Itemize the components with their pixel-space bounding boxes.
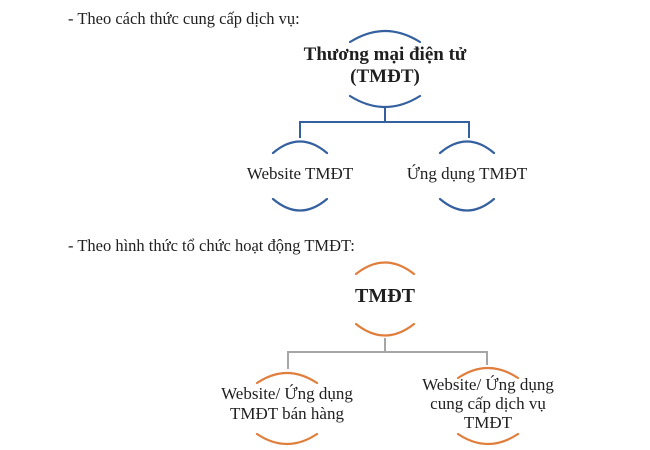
section1-heading: - Theo cách thức cung cấp dịch vụ: <box>68 9 300 28</box>
arc-top-icon <box>255 372 319 385</box>
tree2-child-label-line2: TMĐT bán hàng <box>230 404 344 423</box>
arc-bottom-icon <box>456 432 520 445</box>
arc-top-icon <box>354 261 416 276</box>
connector-drop <box>299 121 301 138</box>
arc-bottom-icon <box>354 322 416 337</box>
arc-top-icon <box>438 140 496 155</box>
tree1-root-node: Thương mại điện tử (TMĐT) <box>285 27 485 111</box>
section2-heading: - Theo hình thức tổ chức hoạt động TMĐT: <box>68 236 355 255</box>
arc-top-icon <box>271 140 329 155</box>
tree2-root-node: TMĐT <box>315 258 455 340</box>
connector-stem <box>384 338 386 353</box>
arc-bottom-icon <box>438 197 496 212</box>
connector-drop <box>287 351 289 369</box>
connector-drop <box>468 121 470 138</box>
tree1-child-label: Ứng dụng TMĐT <box>406 164 528 183</box>
tree2-root-label: TMĐT <box>355 285 415 307</box>
tree1-child-label: Website TMĐT <box>246 164 354 183</box>
tree2-child-label-line1: Website/ Ứng dụng <box>221 384 353 403</box>
connector-stem <box>384 108 386 122</box>
tree1-child-website-node: Website TMĐT <box>230 136 370 215</box>
tree1-child-app-node: Ứng dụng TMĐT <box>397 136 537 215</box>
arc-bottom-icon <box>255 432 319 445</box>
tree2-child-sales-node: Website/ Ứng dụng TMĐT bán hàng <box>207 367 367 448</box>
arc-bottom-icon <box>348 94 422 108</box>
arc-bottom-icon <box>271 197 329 212</box>
tree2-child-service-node: Website/ Ứng dụng cung cấp dịch vụ TMĐT <box>408 361 568 448</box>
arc-top-icon <box>348 30 422 44</box>
tree1-root-label-line2: (TMĐT) <box>350 66 420 87</box>
arc-top-icon <box>456 367 520 380</box>
tree1-root-label-line1: Thương mại điện tử <box>303 44 467 65</box>
connector-drop <box>486 351 488 365</box>
tree2-child-label-line1: Website/ Ứng dụng <box>422 375 554 394</box>
tree2-child-label-line2: cung cấp dịch vụ <box>430 394 546 413</box>
tree2-child-label-line3: TMĐT <box>463 413 513 432</box>
connector-bar <box>287 351 488 353</box>
connector-bar <box>299 121 470 123</box>
